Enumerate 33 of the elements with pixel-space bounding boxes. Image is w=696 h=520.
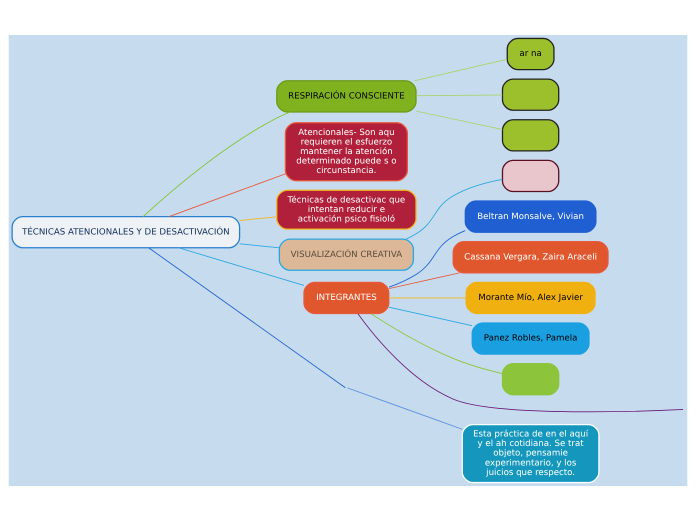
connector: [178, 246, 304, 286]
connector: [370, 312, 503, 374]
node-box: ar na: [506, 37, 555, 70]
connector: [388, 306, 472, 326]
connector: [406, 178, 503, 239]
node-box: [502, 362, 560, 395]
node-box: Cassana Vergara, Zaira Araceli: [452, 240, 609, 273]
node-box: Panez Robles, Pamela: [472, 322, 590, 354]
node-box: [502, 159, 560, 192]
node-box: VISUALIZACIÓN CREATIVA: [278, 238, 414, 270]
connector: [388, 296, 466, 298]
connector: [414, 58, 508, 81]
connector: [388, 272, 460, 289]
connector: [239, 242, 280, 248]
node-box: Atencionales- Son aqu requieren el esfuerzo mantener la atención determinado puede s o circunstancia.: [284, 122, 408, 181]
connector: [148, 247, 346, 388]
connector: [346, 386, 463, 430]
node-box: Técnicas de desactivac que intentan reducir e activación psico fisioló: [276, 189, 417, 230]
node-box: [502, 78, 560, 110]
node-box: Morante Mío, Alex Javier: [466, 281, 596, 314]
connector: [416, 94, 503, 96]
connector: [388, 230, 466, 288]
connector: [142, 111, 290, 216]
connector: [358, 312, 684, 412]
connector: [239, 216, 278, 220]
node-box: RESPIRACIÓN CONSCIENTE: [276, 80, 417, 112]
node-box: [502, 118, 560, 152]
node-box: Esta práctica de en el aquí y el ah cotidiana. Se trat objeto, pensamie experimentario, y los juicios que respecto.: [462, 423, 600, 483]
node-box: TÉCNICAS ATENCIONALES Y DE DESACTIVACIÓN: [12, 215, 240, 248]
node-box: INTEGRANTES: [303, 281, 390, 314]
connector: [416, 110, 503, 130]
connector: [168, 172, 286, 216]
node-box: Beltran Monsalve, Vivian: [464, 200, 597, 232]
